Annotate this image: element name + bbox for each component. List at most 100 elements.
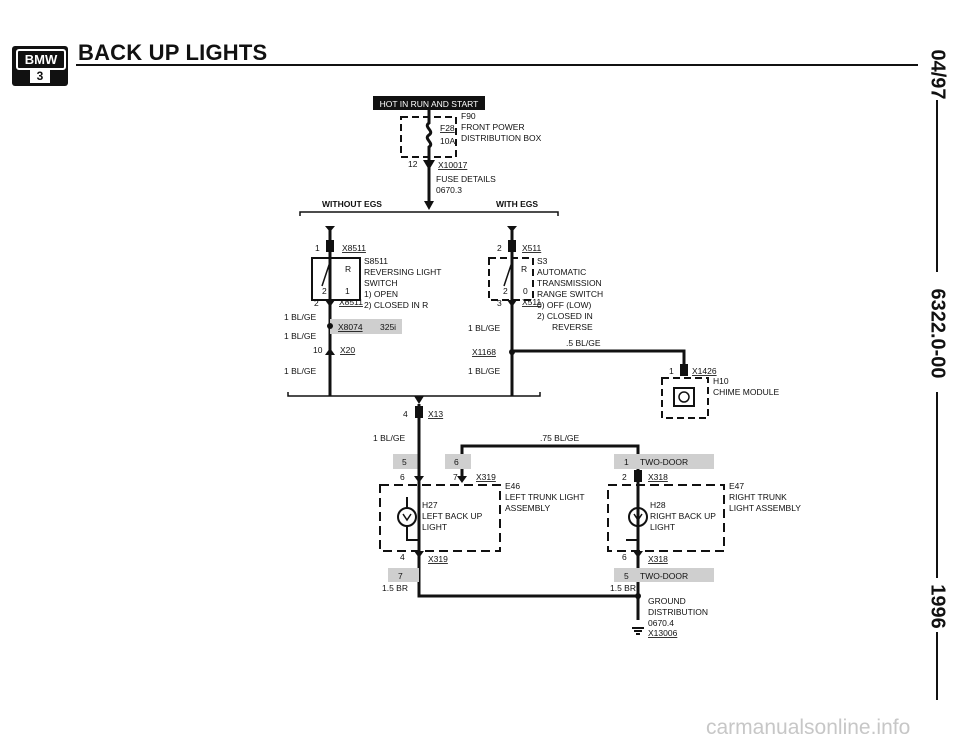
s3-switch-box [488, 257, 534, 301]
s8511-bot-ref: X8511 [339, 297, 363, 307]
left-branch-arrow [325, 226, 335, 232]
right-bulb-ground [626, 526, 639, 541]
s3-name-1: AUTOMATIC [537, 267, 586, 277]
s8511-switch-box [311, 257, 361, 301]
left-bulb-icon [397, 507, 417, 527]
wire-label-3: 1 BL/GE [284, 366, 316, 376]
s8511-p1: 1 [345, 286, 350, 296]
page-title: BACK UP LIGHTS [78, 40, 268, 65]
x20-ref: X20 [340, 345, 355, 355]
fuse-details-2: 0670.3 [436, 185, 462, 195]
left-lamp-name-2: LIGHT [422, 522, 447, 532]
s3-state-2a: 2) CLOSED IN [537, 311, 593, 321]
x319-bottom-connector [414, 551, 424, 558]
ground-splice [635, 593, 641, 599]
left-lamp-name-1: LEFT BACK UP [422, 511, 483, 521]
right-branch-arrow [507, 226, 517, 232]
s3-name-3: RANGE SWITCH [537, 289, 603, 299]
x13-ref: X13 [428, 409, 443, 419]
wire-label-9: 1.5 BR [382, 583, 408, 593]
fuse-id: F90 [461, 111, 476, 121]
left-ref-top: X319 [476, 472, 496, 482]
s3-p0: 0 [523, 286, 528, 296]
wire-label-8: .75 BL/GE [540, 433, 580, 443]
left-box-5 [393, 454, 419, 469]
x511-bottom-connector [507, 300, 517, 307]
right-pin2: 2 [622, 472, 627, 482]
chime-name: CHIME MODULE [713, 387, 779, 397]
bmw-logo: BMW 3 [12, 46, 68, 86]
speaker-cone [678, 391, 690, 403]
left-pin7: 7 [453, 472, 458, 482]
right-name-2: LIGHT ASSEMBLY [729, 503, 801, 513]
left-ref-bot: X319 [428, 554, 448, 564]
left-lamp-id: H27 [422, 500, 438, 510]
right-bulb-filament [633, 513, 643, 522]
x8074-tag [330, 319, 402, 334]
s3-bot-pin: 3 [497, 298, 502, 308]
merge-arrow [414, 396, 424, 404]
s8511-name-1: REVERSING LIGHT [364, 267, 441, 277]
with-egs-label: WITH EGS [496, 199, 538, 209]
fuse-name-2: DISTRIBUTION BOX [461, 133, 542, 143]
x13-pin: 4 [403, 409, 408, 419]
banner-bg [373, 96, 485, 110]
right-name-1: RIGHT TRUNK [729, 492, 787, 502]
chime-pin: 1 [669, 366, 674, 376]
s8511-state-1: 1) OPEN [364, 289, 398, 299]
right-lamp-name-2: LIGHT [650, 522, 675, 532]
x20-connector [325, 348, 335, 355]
ground-line-1: GROUND [648, 596, 686, 606]
x319-top-left-connector [414, 476, 424, 483]
right-lamp-id: H28 [650, 500, 666, 510]
chime-module-box [661, 377, 709, 419]
wire-label-7: 1 BL/GE [373, 433, 405, 443]
right-id: E47 [729, 481, 744, 491]
left-pin6: 6 [400, 472, 405, 482]
left-box-7 [388, 568, 419, 582]
s8511-id: S8511 [364, 256, 388, 266]
s3-id: S3 [537, 256, 548, 266]
s8511-switch-arm [321, 261, 331, 287]
chime-feed-wire [512, 349, 686, 364]
ground-line-2: DISTRIBUTION [648, 607, 708, 617]
wire-label-2: 1 BL/GE [284, 331, 316, 341]
s8511-name-2: SWITCH [364, 278, 398, 288]
watermark: carmanualsonline.info [706, 716, 911, 739]
x8074-dot [327, 323, 333, 329]
s3-p2: 2 [503, 286, 508, 296]
wire-label-5: 1 BL/GE [468, 366, 500, 376]
title-rule [76, 64, 918, 66]
chime-ref: X1426 [692, 366, 717, 376]
right-lamp-name-1: RIGHT BACK UP [650, 511, 716, 521]
ground-return-wire [417, 590, 638, 598]
x8074-code: 325i [380, 322, 396, 332]
x318-top-connector [634, 470, 642, 482]
x20-pin: 10 [313, 345, 323, 355]
right-ref-bot: X318 [648, 554, 668, 564]
x318-bottom-connector [633, 551, 643, 558]
s8511-top-pin: 1 [315, 243, 320, 253]
right-two-door-bottom [614, 568, 714, 582]
right-pin6: 6 [622, 552, 627, 562]
without-egs-label: WITHOUT EGS [322, 199, 382, 209]
x10017-pin: 12 [408, 159, 418, 169]
s3-switch-arm [503, 261, 513, 287]
s8511-p2: 2 [322, 286, 327, 296]
left-box7-text: 7 [398, 571, 403, 581]
x8511-bottom-connector [325, 300, 335, 307]
s3-name-2: TRANSMISSION [537, 278, 602, 288]
fuse-ref: F28 [440, 123, 455, 133]
wire-label-4: 1 BL/GE [468, 323, 500, 333]
x8074-ref: X8074 [338, 322, 363, 332]
x13-connector [415, 406, 423, 418]
fuse-rating: 10A [440, 136, 455, 146]
left-bulb-ground [406, 526, 419, 541]
fuse-details-1: FUSE DETAILS [436, 174, 496, 184]
s3-r: R [521, 264, 527, 274]
right-box1-text: 1 [624, 457, 629, 467]
left-box6-text: 6 [454, 457, 459, 467]
right-two-door-bot-text: TWO-DOOR [640, 571, 688, 581]
wire-label-6: .5 BL/GE [566, 338, 601, 348]
